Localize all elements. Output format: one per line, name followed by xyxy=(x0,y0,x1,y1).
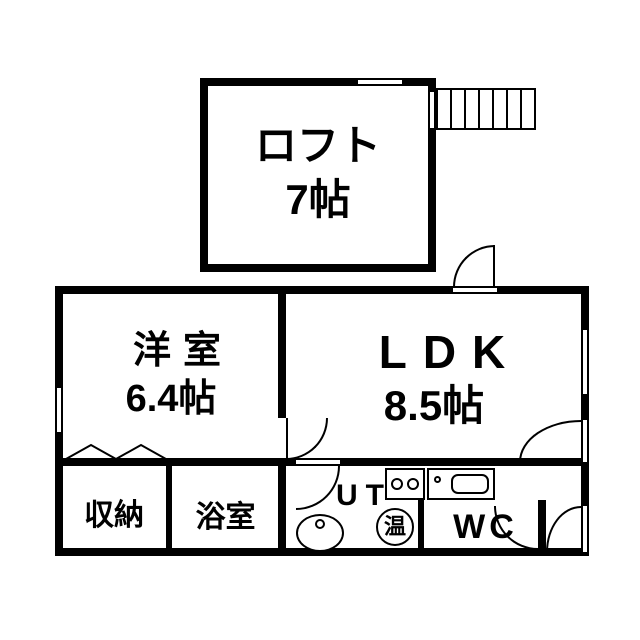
sink-icon xyxy=(427,468,495,500)
door-leaf-ldk-top xyxy=(493,245,495,287)
room-ldk-name: LDK xyxy=(378,326,522,378)
stairs-icon xyxy=(436,88,536,130)
stove-burner-icon xyxy=(407,478,419,490)
wall-bath-utility xyxy=(278,458,286,556)
door-leaf-western-room xyxy=(286,418,288,460)
room-western-size: 6.4帖 xyxy=(125,378,217,420)
room-loft-name: ロフト xyxy=(254,122,381,169)
opening-loft-stairs xyxy=(428,92,436,128)
opening-ldk-top-door xyxy=(453,286,497,294)
room-loft xyxy=(200,78,436,272)
closet-doors-icon xyxy=(64,443,168,460)
wall-wc-entry xyxy=(538,500,546,556)
wall-storage-bath xyxy=(166,466,172,556)
window-loft-top xyxy=(358,78,402,86)
basin-drain-icon xyxy=(315,519,325,529)
opening-entry-door xyxy=(581,506,589,552)
window-east-wall xyxy=(581,330,589,394)
stove-icon xyxy=(385,468,425,500)
window-west-wall xyxy=(55,388,63,432)
wall-western-ldk xyxy=(278,286,286,418)
water-heater-badge: 温 xyxy=(376,508,414,546)
room-storage-name: 収納 xyxy=(84,499,144,532)
room-wc-name: WC xyxy=(453,508,518,546)
room-utility-name: UT xyxy=(336,479,392,512)
stove-burner-icon xyxy=(391,478,403,490)
sink-basin-icon xyxy=(451,474,489,494)
wall-utility-wc xyxy=(418,500,424,556)
room-loft-size: 7帖 xyxy=(285,176,351,223)
opening-utility-door xyxy=(296,458,340,466)
opening-ldk-east-door xyxy=(581,420,589,462)
basin-icon xyxy=(296,514,344,552)
faucet-icon xyxy=(434,476,441,483)
door-arc-ldk-top xyxy=(453,245,495,287)
room-ldk-size: 8.5帖 xyxy=(383,382,485,429)
room-western-name: 洋室 xyxy=(132,330,233,372)
room-bath-name: 浴室 xyxy=(195,501,256,534)
